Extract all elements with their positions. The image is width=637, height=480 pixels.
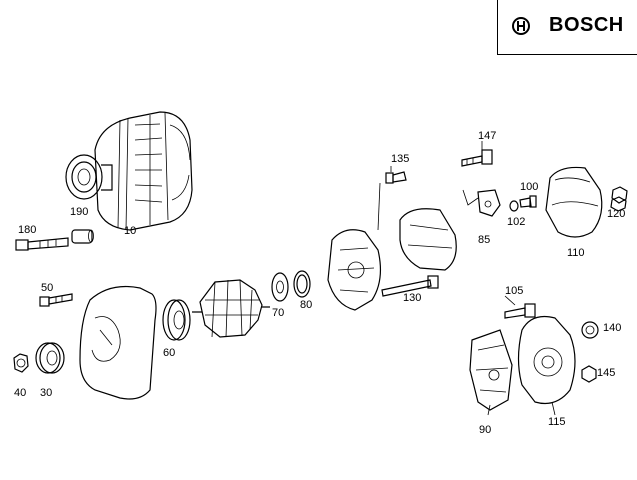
slip-ring-end-housing <box>399 208 457 271</box>
part-label-190: 190 <box>70 206 89 218</box>
brush-holder-85 <box>477 189 501 217</box>
part-label-50: 50 <box>41 282 54 294</box>
part-label-135: 135 <box>391 153 410 165</box>
bearing-60 <box>162 299 191 341</box>
protective-cap-110 <box>545 166 603 238</box>
leader-lines <box>390 141 556 416</box>
part-label-105: 105 <box>505 285 524 297</box>
through-bolt-130 <box>381 275 439 297</box>
part-label-100: 100 <box>520 181 539 193</box>
part-label-60: 60 <box>163 347 176 359</box>
bearing-70 <box>271 272 289 302</box>
part-label-70: 70 <box>272 307 285 319</box>
washer-102 <box>509 200 519 212</box>
ring-80 <box>293 270 311 298</box>
rectifier-115 <box>517 315 576 405</box>
bosch-armature-logo-icon <box>512 17 530 35</box>
part-label-115: 115 <box>548 416 566 428</box>
part-label-180: 180 <box>18 224 37 236</box>
brand-name: BOSCH <box>549 14 624 36</box>
part-label-147: 147 <box>478 130 497 142</box>
screw-105 <box>504 303 536 319</box>
regulator-90 <box>469 329 513 411</box>
part-label-10: 10 <box>124 225 137 237</box>
bolt-50 <box>39 293 73 307</box>
screw-135 <box>377 171 407 231</box>
stator-housing <box>327 229 382 311</box>
brand-logo-box: BOSCH <box>497 0 637 55</box>
rotor <box>192 279 270 338</box>
part-label-120: 120 <box>607 208 626 220</box>
screw-100 <box>519 195 537 208</box>
part-label-145: 145 <box>597 367 616 379</box>
pulley-nut <box>13 353 29 373</box>
screw-147 <box>461 149 493 167</box>
pulley-30 <box>35 342 65 374</box>
part-label-102: 102 <box>507 216 526 228</box>
alternator-assembly <box>65 111 193 231</box>
part-label-30: 30 <box>40 387 53 399</box>
fan-nut-140 <box>581 321 599 339</box>
nut-145 <box>581 365 597 383</box>
drive-end-housing <box>79 285 157 400</box>
long-bolt-with-sleeve <box>15 229 94 251</box>
part-label-110: 110 <box>567 247 585 259</box>
part-label-140: 140 <box>603 322 622 334</box>
part-label-85: 85 <box>478 234 491 246</box>
part-label-80: 80 <box>300 299 313 311</box>
part-label-130: 130 <box>403 292 422 304</box>
part-label-90: 90 <box>479 424 492 436</box>
part-label-40: 40 <box>14 387 27 399</box>
nut-120 <box>610 186 628 212</box>
